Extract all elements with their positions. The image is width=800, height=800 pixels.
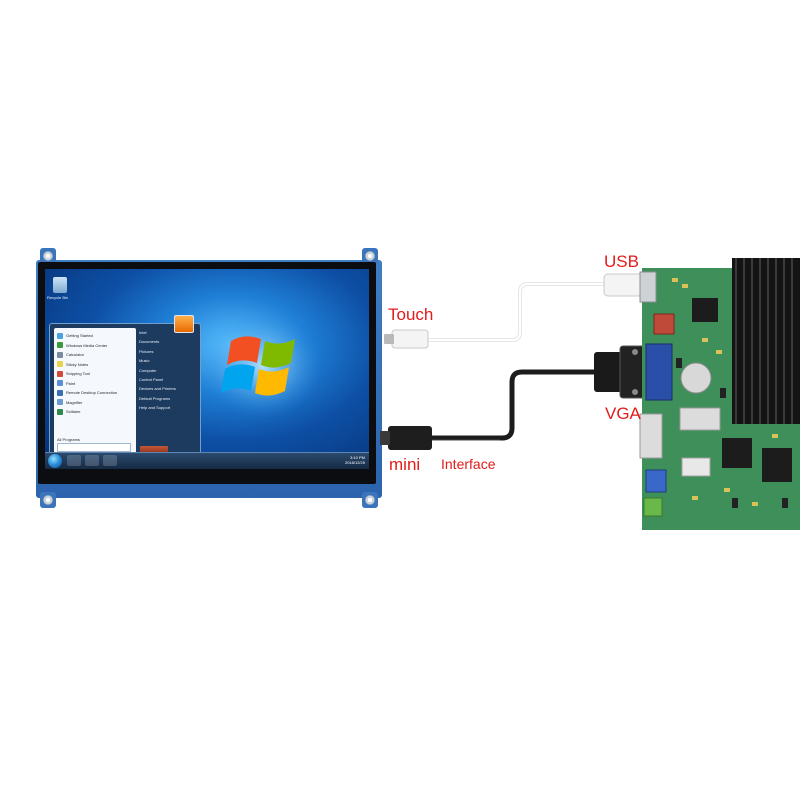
shutdown-button[interactable] [140,446,168,454]
taskbar-ie-button[interactable] [67,455,81,466]
clock-time: 3:10 PM [350,455,365,460]
start-menu-place[interactable]: Help and Support [139,405,171,411]
start-menu-item[interactable]: Paint [54,379,136,389]
all-programs-link[interactable]: All Programs [57,437,80,442]
program-icon [57,380,63,387]
start-menu-places: Intel Documents Pictures Music Computer … [136,315,200,458]
taskbar-explorer-button[interactable] [85,455,99,466]
usb-label: USB [604,252,639,271]
header-connector-icon [679,407,721,431]
vga-label: VGA [605,404,641,423]
windows-logo-icon [203,314,323,418]
program-icon [57,389,63,396]
start-orb-button[interactable] [48,454,62,468]
capacitors [676,358,788,508]
mini-hdmi-vga-cable [380,345,659,450]
mini-hdmi-plug-icon [388,426,432,450]
cmos-battery-icon [680,362,712,394]
chip-icon [762,448,792,482]
chip-icon [722,438,752,468]
chip-icon [692,298,718,322]
start-menu-item[interactable]: Sticky Notes [54,360,136,370]
program-icon [57,351,63,358]
start-menu-item[interactable]: Getting Started [54,331,136,341]
recycle-bin-label: Recycle Bin [47,295,69,300]
usb-port-icon [639,271,657,303]
mounting-tab [40,492,56,508]
program-icon [57,408,63,415]
start-search-input[interactable] [57,443,131,452]
start-menu-place[interactable]: Control Panel [139,376,164,382]
taskbar: 3:10 PM 2018/12/25 [45,452,369,469]
touch-label: Touch [388,305,434,324]
start-menu-item[interactable]: Windows Media Center [54,341,136,351]
audio-jack-icon [643,497,663,517]
mini-label: mini [389,455,421,474]
start-menu-item[interactable]: Solitaire [54,407,136,417]
vga-port-icon [645,343,673,401]
start-menu-place[interactable]: Documents [139,339,160,345]
start-menu-place[interactable]: Pictures [139,348,154,354]
recycle-bin-icon [53,277,67,293]
motherboard [639,258,800,530]
mounting-tab [362,248,378,264]
mounting-tab [40,248,56,264]
program-icon [57,370,63,377]
start-menu-item[interactable]: Snipping Tool [54,369,136,379]
desktop-screen: Recycle Bin Getting Started [45,269,369,469]
usb3-port-icon [645,469,667,493]
user-avatar-icon [174,315,194,333]
dvi-port-icon [639,413,663,459]
connector-icon [653,313,675,335]
vga-plug-icon [594,352,622,392]
start-menu-place[interactable]: Intel [139,330,147,335]
start-menu-place[interactable]: Devices and Printers [139,386,176,392]
taskbar-media-button[interactable] [103,455,117,466]
mounting-tab [362,492,378,508]
start-menu: Getting Started Windows Media Center Cal… [49,315,201,459]
start-menu-place[interactable]: Default Programs [139,395,171,401]
lcd-display-panel: Recycle Bin Getting Started [36,248,382,510]
screen-bezel: Recycle Bin Getting Started [38,262,376,484]
start-menu-place[interactable]: Computer [139,367,157,373]
start-menu-place[interactable]: Music [139,358,150,364]
clock-date: 2018/12/25 [344,460,365,465]
solder-pads [672,278,778,506]
program-icon [57,399,63,406]
interface-label: Interface [441,456,496,472]
start-menu-item[interactable]: Magnifier [54,398,136,408]
taskbar-clock: 3:10 PM 2018/12/25 [345,455,365,465]
start-menu-programs: Getting Started Windows Media Center Cal… [54,328,136,454]
sata-port-icon [681,457,711,477]
program-icon [57,361,63,368]
program-icon [57,332,63,339]
micro-usb-plug-icon [391,329,429,349]
program-icon [57,342,63,349]
usb-touch-cable [384,273,657,349]
heatsink-icon [732,258,800,424]
start-menu-item[interactable]: Calculator [54,350,136,360]
start-menu-item[interactable]: Remote Desktop Connection [54,388,136,398]
